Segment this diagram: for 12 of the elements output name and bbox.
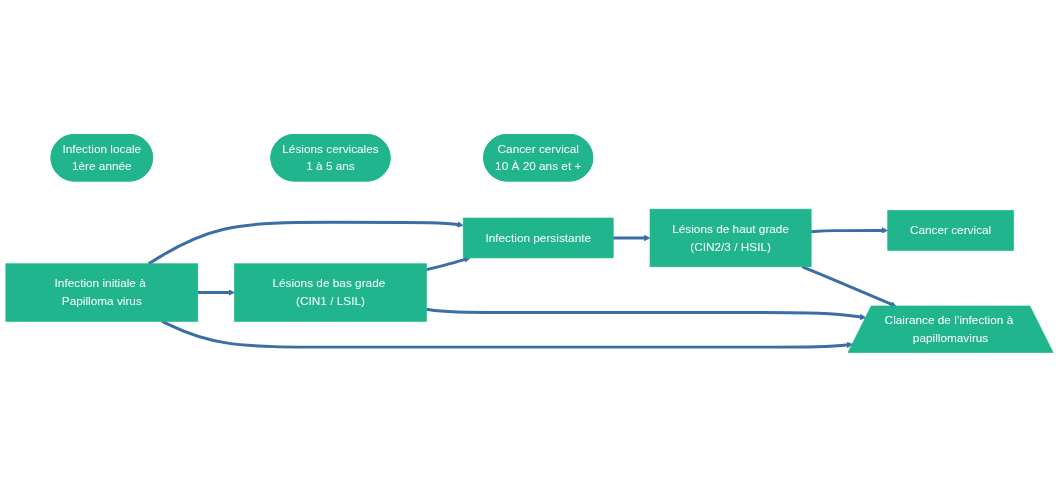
node-box: Cancer cervical [887, 210, 1014, 251]
arrow [801, 265, 897, 308]
arrow [161, 320, 854, 349]
arrow [426, 256, 471, 272]
arrow [613, 234, 651, 242]
arrow [197, 289, 235, 296]
node-box: Infection persistante [462, 217, 614, 259]
node-box: Lésions de haut grade (CIN2/3 / HSIL) [649, 208, 812, 268]
node-box: Lésions de bas grade (CIN1 / LSIL) [234, 263, 427, 322]
arrow [811, 227, 889, 234]
arrow [426, 307, 867, 321]
node-box: Infection initiale à Papilloma virus [5, 263, 199, 322]
